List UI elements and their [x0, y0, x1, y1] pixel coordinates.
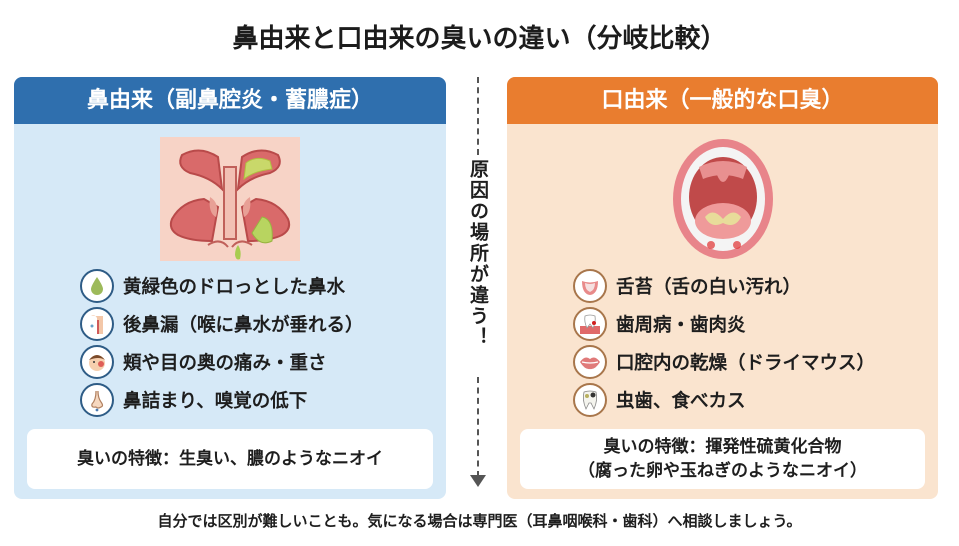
list-item: 歯周病・歯肉炎 — [573, 305, 875, 343]
cause-label: 虫歯、食べカス — [616, 391, 746, 412]
dashed-line-bottom — [477, 377, 479, 477]
nose-icon — [80, 383, 114, 417]
tongue-icon — [573, 269, 607, 303]
throat-profile-icon — [80, 307, 114, 341]
mouth-origin-panel: 口由来（一般的な口臭） 舌苔（舌の白い汚れ） 歯周病・歯肉炎 — [507, 77, 938, 499]
symptom-label: 鼻詰まり、嗅覚の低下 — [123, 391, 308, 412]
feature-text: 臭いの特徴：揮発性硫黄化合物 — [603, 437, 842, 457]
divider-label: 原因の場所が違う！ — [467, 159, 489, 348]
cause-divider: 原因の場所が違う！ — [467, 77, 489, 499]
cause-label: 歯周病・歯肉炎 — [616, 315, 746, 336]
mucus-drop-icon — [80, 269, 114, 303]
gum-tooth-icon — [573, 307, 607, 341]
list-item: 舌苔（舌の白い汚れ） — [573, 267, 875, 305]
mouth-cause-list: 舌苔（舌の白い汚れ） 歯周病・歯肉炎 口腔内の乾燥（ドライマウス） 虫歯、食べカ… — [573, 267, 875, 419]
dashed-line-top — [477, 77, 479, 155]
lips-icon — [573, 345, 607, 379]
list-item: 頬や目の奥の痛み・重さ — [80, 343, 364, 381]
nose-odor-feature: 臭いの特徴：生臭い、膿のようなニオイ — [27, 429, 433, 489]
mouth-odor-feature: 臭いの特徴：揮発性硫黄化合物 （腐った卵や玉ねぎのようなニオイ） — [520, 429, 925, 489]
list-item: 黄緑色のドロっとした鼻水 — [80, 267, 364, 305]
mouth-origin-header: 口由来（一般的な口臭） — [507, 77, 938, 124]
cause-label: 口腔内の乾燥（ドライマウス） — [616, 353, 876, 374]
nose-origin-panel: 鼻由来（副鼻腔炎・蓄膿症） 黄緑色のドロっ — [14, 77, 446, 499]
arrow-down-icon — [470, 475, 486, 487]
list-item: 虫歯、食べカス — [573, 381, 875, 419]
cause-label: 舌苔（舌の白い汚れ） — [616, 277, 802, 298]
decayed-tooth-icon — [573, 383, 607, 417]
symptom-label: 後鼻漏（喉に鼻水が垂れる） — [123, 315, 364, 336]
sinus-illustration — [160, 137, 300, 261]
feature-text: 臭いの特徴：生臭い、膿のようなニオイ — [77, 449, 383, 469]
nose-origin-header: 鼻由来（副鼻腔炎・蓄膿症） — [14, 77, 446, 124]
page-title: 鼻由来と口由来の臭いの違い（分岐比較） — [232, 24, 727, 54]
feature-text: （腐った卵や玉ねぎのようなニオイ） — [578, 461, 867, 481]
open-mouth-illustration — [653, 137, 793, 261]
face-pain-icon — [80, 345, 114, 379]
list-item: 後鼻漏（喉に鼻水が垂れる） — [80, 305, 364, 343]
footer-note: 自分では区別が難しいことも。気になる場合は専門医（耳鼻咽喉科・歯科）へ相談しまし… — [157, 512, 802, 530]
symptom-label: 黄緑色のドロっとした鼻水 — [123, 277, 346, 298]
symptom-label: 頬や目の奥の痛み・重さ — [123, 353, 327, 374]
list-item: 口腔内の乾燥（ドライマウス） — [573, 343, 875, 381]
list-item: 鼻詰まり、嗅覚の低下 — [80, 381, 364, 419]
nose-symptom-list: 黄緑色のドロっとした鼻水 後鼻漏（喉に鼻水が垂れる） 頬や目の奥の痛み・重さ 鼻… — [80, 267, 364, 419]
